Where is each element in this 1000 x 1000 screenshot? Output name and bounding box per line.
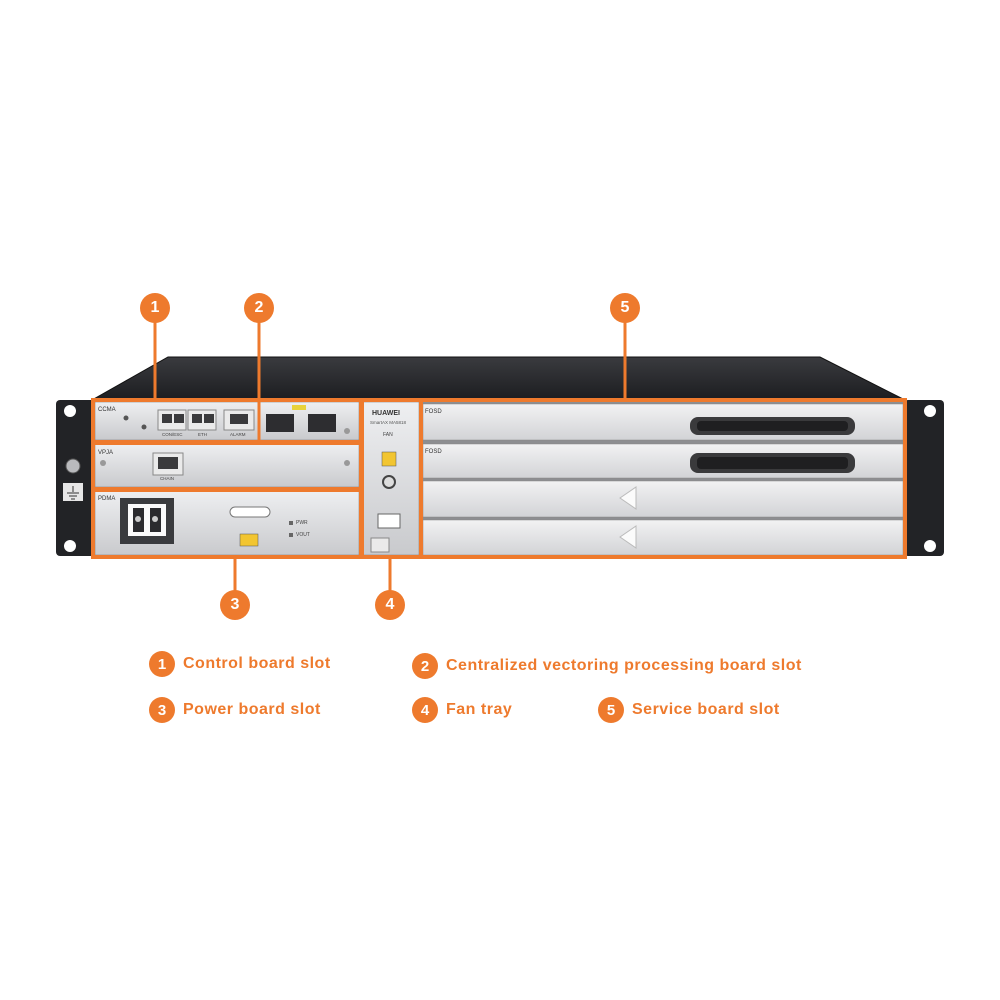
- frame-service-slot: [419, 398, 907, 559]
- callout-marker-5: 5: [610, 293, 640, 323]
- legend-item-service: 5 Service board slot: [598, 696, 780, 724]
- brand-logo-text: HUAWEI: [372, 410, 400, 417]
- vectoring-board: VPJA: [94, 443, 360, 488]
- legend-number: 3: [149, 697, 175, 723]
- power-led-pwr-label: PWR: [296, 520, 308, 526]
- svg-text:FOSD: FOSD: [425, 409, 442, 415]
- svg-text:VPJA: VPJA: [98, 450, 113, 456]
- legend-label: Control board slot: [183, 655, 331, 672]
- legend-label: Power board slot: [183, 701, 321, 718]
- callout-marker-3: 3: [220, 590, 250, 620]
- legend-number: 2: [412, 653, 438, 679]
- legend-label: Fan tray: [446, 701, 513, 718]
- chassis-top-cover: [92, 357, 905, 400]
- legend-number: 4: [412, 697, 438, 723]
- callout-marker-1: 1: [140, 293, 170, 323]
- callout-marker-4: 4: [375, 590, 405, 620]
- legend-item-vectoring: 2 Centralized vectoring processing board…: [412, 652, 802, 680]
- legend-label: Centralized vectoring processing board s…: [446, 657, 802, 674]
- fan-led-label: FAN: [383, 432, 393, 438]
- svg-text:CCMA: CCMA: [98, 407, 116, 413]
- svg-text:PDMA: PDMA: [98, 496, 115, 502]
- service-slots: FOSD FOSD: [422, 403, 904, 556]
- power-board: PDMA: [94, 490, 360, 556]
- fan-tray: [362, 401, 420, 556]
- legend-item-power: 3 Power board slot: [149, 696, 321, 724]
- model-text: SmartAX MA5818: [370, 420, 407, 425]
- legend-item-fan: 4 Fan tray: [412, 696, 512, 724]
- svg-text:FOSD: FOSD: [425, 449, 442, 455]
- legend-label: Service board slot: [632, 701, 780, 718]
- legend-item-control: 1 Control board slot: [149, 650, 331, 678]
- legend-number: 5: [598, 697, 624, 723]
- callout-marker-2: 2: [244, 293, 274, 323]
- callout-leader-lines: [153, 322, 627, 592]
- control-board: CCMA: [94, 401, 360, 441]
- legend-number: 1: [149, 651, 175, 677]
- control-port-con-label: CON/ESC: [162, 432, 183, 437]
- right-rack-ear: [904, 400, 944, 556]
- left-rack-ear: [56, 400, 96, 556]
- vectoring-port-label: CHAIN: [160, 476, 175, 481]
- control-port-eth-label: ETH: [198, 432, 207, 437]
- power-led-vout-label: VOUT: [296, 532, 310, 538]
- control-port-alarm-label: ALARM: [230, 432, 246, 437]
